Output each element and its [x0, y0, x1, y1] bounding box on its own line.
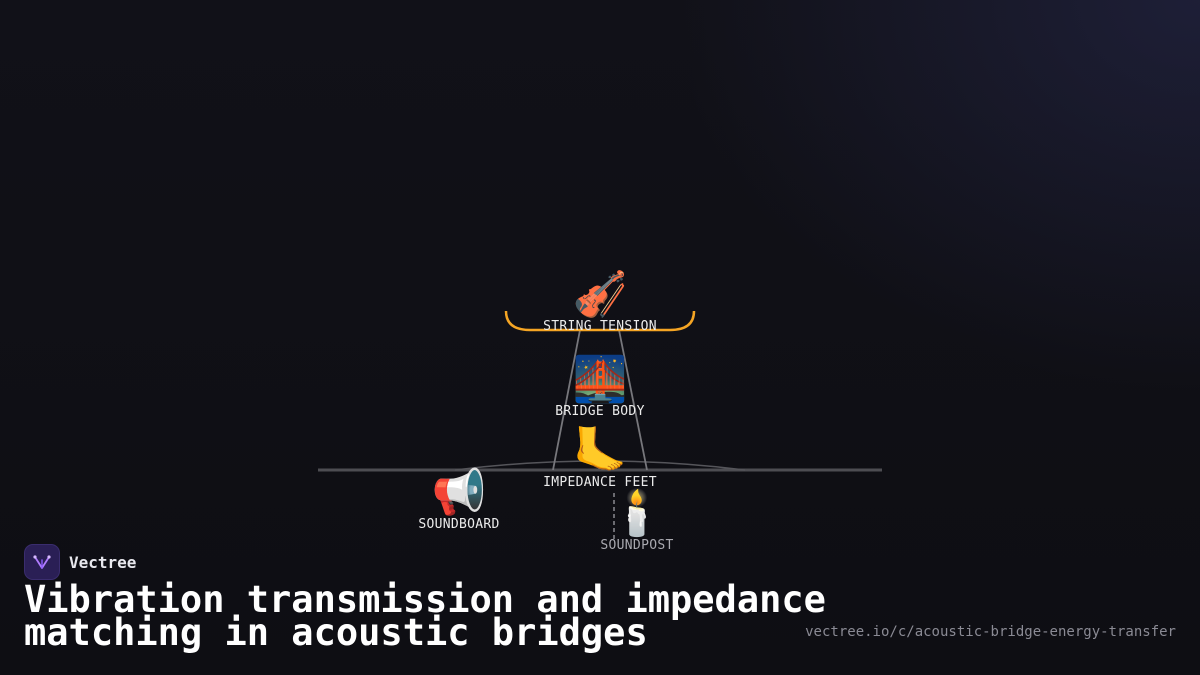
bridge-body-node: 🌉 BRIDGE BODY: [555, 354, 645, 420]
soundboard-label: SOUNDBOARD: [418, 517, 500, 532]
soundpost-node: 🕯️ SOUNDPOST: [600, 488, 674, 554]
string-tension-node: 🎻 STRING TENSION: [543, 269, 657, 335]
candle-icon: 🕯️: [609, 488, 665, 539]
bridge-right-edge: [618, 329, 648, 471]
bridge-body-label: BRIDGE BODY: [555, 404, 645, 419]
brand: Vectree: [24, 544, 136, 580]
soundboard-node: 📢 SOUNDBOARD: [418, 467, 500, 533]
impedance-feet-node: 🦶 IMPEDANCE FEET: [543, 425, 657, 491]
soundpost-label: SOUNDPOST: [600, 538, 674, 553]
bridge-icon: 🌉: [572, 354, 628, 405]
soundboard-arch: [454, 460, 746, 471]
megaphone-icon: 📢: [431, 467, 487, 518]
source-url[interactable]: vectree.io/c/acoustic-bridge-energy-tran…: [805, 624, 1176, 640]
string-tension-label: STRING TENSION: [543, 319, 657, 334]
page-title: Vibration transmission and impedance mat…: [24, 578, 826, 654]
violin-icon: 🎻: [572, 269, 628, 320]
foot-icon: 🦶: [572, 425, 628, 476]
string-tension-arc: [504, 310, 696, 332]
bridge-left-edge: [552, 329, 581, 471]
impedance-feet-label: IMPEDANCE FEET: [543, 475, 657, 490]
vectree-logo-icon: [24, 544, 60, 580]
brand-name: Vectree: [69, 552, 137, 572]
